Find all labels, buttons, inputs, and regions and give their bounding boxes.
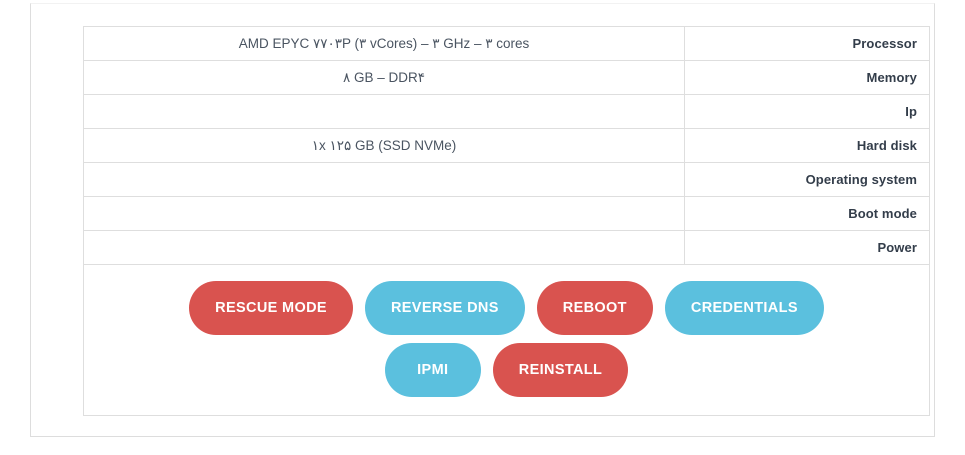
server-actions-row-secondary: IPMI REINSTALL — [384, 343, 629, 397]
table-row-actions: RESCUE MODE REVERSE DNS REBOOT CREDENTIA… — [83, 264, 930, 416]
server-details-panel: AMD EPYC ۷۷۰۳P (۳ vCores) – ۳ GHz – ۳ co… — [30, 3, 935, 437]
server-spec-table: AMD EPYC ۷۷۰۳P (۳ vCores) – ۳ GHz – ۳ co… — [83, 26, 930, 416]
spec-value-processor: AMD EPYC ۷۷۰۳P (۳ vCores) – ۳ GHz – ۳ co… — [83, 26, 685, 61]
table-row: AMD EPYC ۷۷۰۳P (۳ vCores) – ۳ GHz – ۳ co… — [83, 26, 930, 61]
server-actions-cell: RESCUE MODE REVERSE DNS REBOOT CREDENTIA… — [83, 264, 930, 416]
spec-label-ip: Ip — [684, 94, 930, 129]
spec-label-power: Power — [684, 230, 930, 265]
reboot-button[interactable]: REBOOT — [536, 281, 653, 335]
table-row: ۸ GB – DDR۴ Memory — [83, 60, 930, 95]
spec-label-memory: Memory — [684, 60, 930, 95]
spec-value-operating-system — [83, 162, 685, 197]
spec-value-ip — [83, 94, 685, 129]
spec-value-hard-disk: ۱x ۱۲۵ GB (SSD NVMe) — [83, 128, 685, 163]
table-row: Ip — [83, 94, 930, 129]
spec-value-boot-mode — [83, 196, 685, 231]
table-row: Operating system — [83, 162, 930, 197]
spec-value-memory: ۸ GB – DDR۴ — [83, 60, 685, 95]
spec-label-operating-system: Operating system — [684, 162, 930, 197]
server-actions-group: RESCUE MODE REVERSE DNS REBOOT CREDENTIA… — [94, 281, 919, 397]
reinstall-button[interactable]: REINSTALL — [492, 343, 629, 397]
spec-label-hard-disk: Hard disk — [684, 128, 930, 163]
table-row: Boot mode — [83, 196, 930, 231]
spec-label-boot-mode: Boot mode — [684, 196, 930, 231]
server-actions-row-primary: RESCUE MODE REVERSE DNS REBOOT CREDENTIA… — [189, 281, 824, 335]
rescue-mode-button[interactable]: RESCUE MODE — [189, 281, 353, 335]
spec-value-power — [83, 230, 685, 265]
server-spec-table-body: AMD EPYC ۷۷۰۳P (۳ vCores) – ۳ GHz – ۳ co… — [83, 26, 930, 416]
table-row: Power — [83, 230, 930, 265]
reverse-dns-button[interactable]: REVERSE DNS — [364, 281, 525, 335]
table-row: ۱x ۱۲۵ GB (SSD NVMe) Hard disk — [83, 128, 930, 163]
credentials-button[interactable]: CREDENTIALS — [664, 281, 824, 335]
ipmi-button[interactable]: IPMI — [384, 343, 481, 397]
spec-label-processor: Processor — [684, 26, 930, 61]
